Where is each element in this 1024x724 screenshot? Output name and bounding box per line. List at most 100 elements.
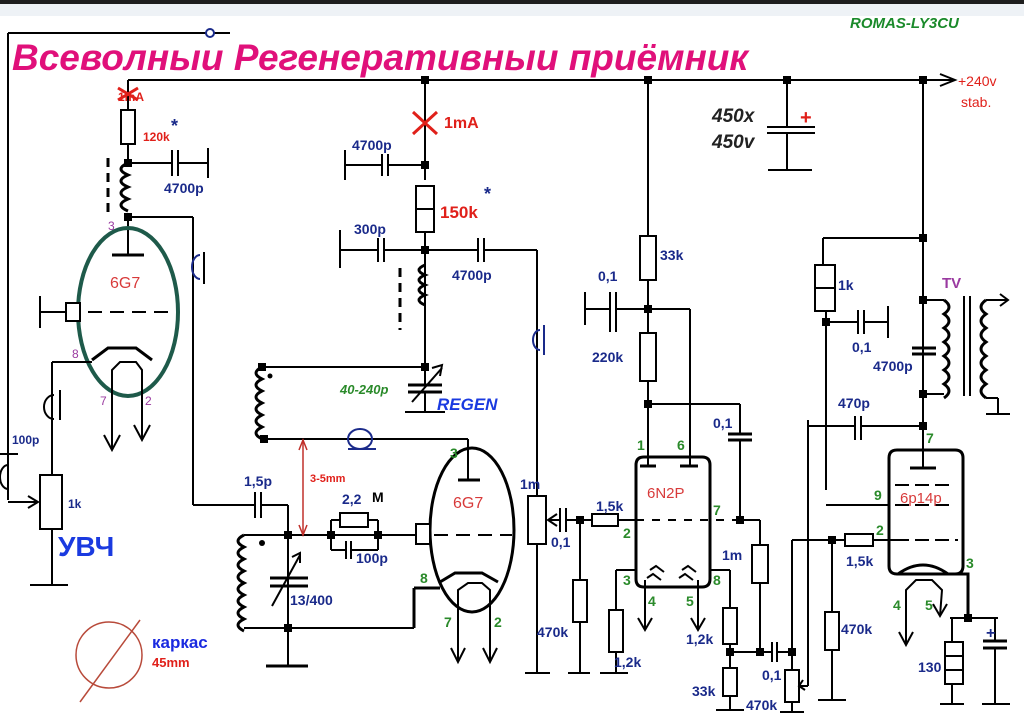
rf-amp-pin-heater-a: 7 <box>100 394 107 408</box>
detector-anode-res-star: * <box>484 184 491 204</box>
cathode-res-out-label: 130 <box>918 659 942 675</box>
feedback-cap-label: 470p <box>838 395 870 411</box>
detector-decoupling-label: 4700p <box>352 137 392 153</box>
tuning-cap-label: 13/400 <box>290 592 333 608</box>
output-tube-envelope <box>887 448 965 576</box>
rf-amp-pin-heater-b: 2 <box>145 394 152 408</box>
grid-cap-label: 100p <box>356 550 388 566</box>
output-pin-grid: 2 <box>876 522 884 538</box>
supply-voltage-label: +240v <box>958 73 997 89</box>
filter-cap-polarity: + <box>800 107 812 129</box>
rf-gain-potentiometer <box>39 474 63 530</box>
tuning-coil <box>236 533 248 633</box>
detector-pin-anode: 3 <box>450 445 458 461</box>
rf-anode-res-star: * <box>171 116 178 136</box>
rf-decoupling-label: 4700p <box>164 180 204 196</box>
filter-cap-voltage: 450v <box>711 132 756 153</box>
rf-anode-res-label: 120k <box>143 130 170 144</box>
feedback-res-label: 33k <box>692 683 716 699</box>
grid-stop-1-label: 1,5k <box>596 498 623 514</box>
grid-res-2-label: 1m <box>722 547 742 563</box>
detector-stage <box>75 80 545 703</box>
cathode-bypass-polarity: + <box>986 625 995 642</box>
coupling-cap-2-label: 0,1 <box>713 415 733 431</box>
detector-coupling-label: 4700p <box>452 267 492 283</box>
preamp-stage <box>525 80 809 713</box>
rf-amp-pin-cathode: 8 <box>72 347 79 361</box>
window-top-strip <box>0 4 1024 16</box>
anode-res-1-label: 33k <box>660 247 684 263</box>
output-pin-anode: 7 <box>926 430 934 446</box>
anode-cap-label: 4700p <box>873 358 913 374</box>
preamp-pin-heater-b: 5 <box>686 593 694 609</box>
coil-former-icon <box>75 621 143 689</box>
output-pin-heater-a: 4 <box>893 597 901 613</box>
rf-gain-pot-label: 1k <box>68 497 82 511</box>
detector-pin-heater-a: 7 <box>444 614 452 630</box>
grid-leak-unit-label: M <box>372 489 384 505</box>
preamp-pin-grid2: 7 <box>713 502 721 518</box>
antenna-terminal-icon <box>205 28 215 38</box>
preamp-pin-anode1: 1 <box>637 437 645 453</box>
diagram-title: Всеволныи Регенеративныи приёмник <box>12 37 750 78</box>
anode-res-2-label: 220k <box>592 349 623 365</box>
coil-former-size-label: 45mm <box>152 655 190 670</box>
volume-pot-label: 1m <box>520 476 540 492</box>
filter-capacitor <box>767 80 815 171</box>
preamp-tube-name: 6N2P <box>647 485 685 502</box>
detector-anode-res-label: 150k <box>440 203 478 222</box>
output-transformer-secondary <box>979 298 989 400</box>
output-tube-name: 6p14p <box>900 490 942 507</box>
supply-arrow-icon <box>939 73 958 87</box>
detector-tube-envelope <box>428 446 516 614</box>
grid-leak-value-label: 2,2 <box>342 491 362 507</box>
preamp-tube-envelope <box>634 455 712 589</box>
author-callsign: ROMAS-LY3CU <box>850 15 960 32</box>
supply-note-label: stab. <box>961 94 991 110</box>
window-top-bar <box>0 0 1024 4</box>
regeneration-coil <box>254 365 266 441</box>
grid-res-1-label: 470k <box>537 624 568 640</box>
output-pin-screen: 9 <box>874 487 882 503</box>
coupling-cap-1-label: 0,1 <box>551 534 571 550</box>
regen-cap-label: 40-240p <box>339 382 388 397</box>
preamp-pin-grid1: 2 <box>623 525 631 541</box>
coupling-cap-3-label: 0,1 <box>762 667 782 683</box>
detector-current-label: 1mA <box>444 115 479 132</box>
output-pin-cathode: 3 <box>966 555 974 571</box>
output-pin-heater-b: 5 <box>925 597 933 613</box>
rf-input-cap-label: 100p <box>12 433 39 447</box>
screen-res-label: 1k <box>838 277 854 293</box>
output-transformer-primary <box>941 298 951 400</box>
antenna-wire <box>7 28 230 500</box>
cathode-res-1-label: 1,2k <box>614 654 641 670</box>
coil-former-label: каркас <box>152 633 208 652</box>
rf-anode-resistor <box>120 109 136 145</box>
transformer-label: TV <box>942 275 961 292</box>
volume-potentiometer <box>527 495 547 545</box>
cathode-res-2-label: 1,2k <box>686 631 713 647</box>
tone-pot-label: 470k <box>746 697 777 713</box>
grid-res-out-label: 470k <box>841 621 872 637</box>
detector-bypass-label: 300p <box>354 221 386 237</box>
detector-tube-name: 6G7 <box>453 495 483 512</box>
preamp-pin-cathode1: 3 <box>623 572 631 588</box>
current-test-point-icon <box>117 86 139 102</box>
antenna-coupling-cap-label: 1,5p <box>244 473 272 489</box>
detector-pin-heater-b: 2 <box>494 614 502 630</box>
current-test-point-icon <box>411 110 439 136</box>
coil-gap-label: 3-5mm <box>310 473 346 485</box>
detector-pin-cathode: 8 <box>420 570 428 586</box>
output-stage <box>792 80 1010 705</box>
rf-section-label: УВЧ <box>58 531 114 562</box>
detector-rf-choke <box>417 263 429 307</box>
preamp-pin-heater-a: 4 <box>648 593 656 609</box>
rf-amp-pin-anode: 3 <box>108 219 115 233</box>
grid-stop-out-label: 1,5k <box>846 553 873 569</box>
tone-potentiometer <box>784 669 800 703</box>
preamp-pin-anode2: 6 <box>677 437 685 453</box>
rf-anode-choke <box>119 161 132 213</box>
rf-current-label: 1mA <box>118 90 144 104</box>
rf-amp-tube-name: 6G7 <box>110 275 140 292</box>
